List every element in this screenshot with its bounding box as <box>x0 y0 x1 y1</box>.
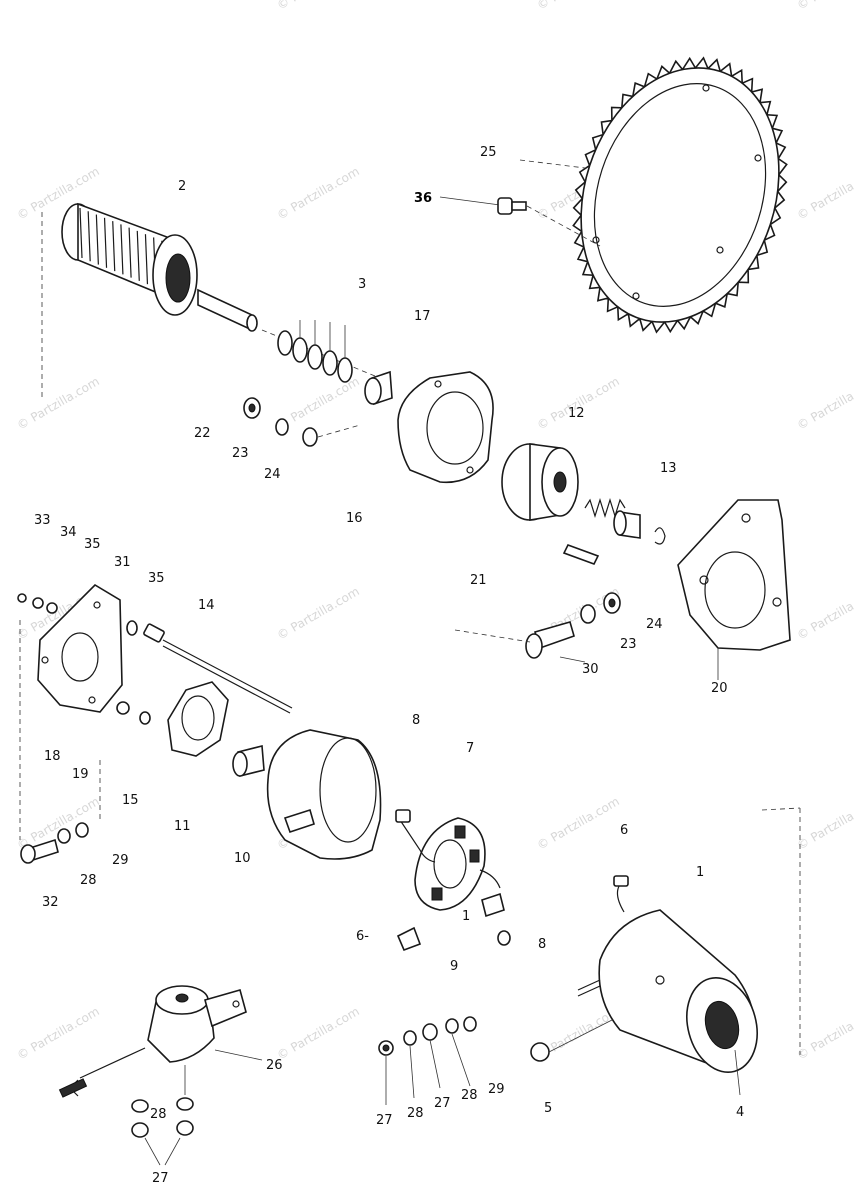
end-plate <box>17 583 123 840</box>
callout-7: 7 <box>466 741 474 756</box>
callout-33: 33 <box>34 513 51 528</box>
brush-holder-7 <box>395 809 511 952</box>
callout-29: 29 <box>112 853 129 868</box>
pinion-12 <box>501 443 579 521</box>
rear-bracket-20 <box>677 499 791 680</box>
callout-24: 24 <box>264 467 281 482</box>
armature-stripe <box>87 211 91 262</box>
watermark: © Partzilla.com <box>795 164 854 222</box>
callout-1: 1 <box>462 909 470 924</box>
callout-6: 6 <box>620 823 628 838</box>
ring-gear <box>572 56 788 334</box>
solenoid-26 <box>58 985 263 1098</box>
callout-8: 8 <box>412 713 420 728</box>
callout-9: 9 <box>450 959 458 974</box>
armature-stripe <box>79 207 83 259</box>
callout-29: 29 <box>488 1082 505 1097</box>
watermark: © Partzilla.com <box>275 0 362 13</box>
callout-34: 34 <box>60 525 77 540</box>
callout-10: 10 <box>234 851 251 866</box>
armature-stripe <box>144 234 149 285</box>
screw-5 <box>530 1019 613 1062</box>
yoke-10 <box>266 729 382 860</box>
callout-5: 5 <box>544 1101 552 1116</box>
watermark: © Partzilla.com <box>275 584 362 642</box>
callout-32: 32 <box>42 895 59 910</box>
callout-35: 35 <box>148 571 165 586</box>
watermark: © Partzilla.com <box>795 794 854 852</box>
callout-17: 17 <box>414 309 431 324</box>
callout-21: 21 <box>470 573 487 588</box>
solenoid-nuts <box>131 1097 194 1166</box>
watermark: © Partzilla.com <box>275 1004 362 1062</box>
callout-28: 28 <box>407 1106 424 1121</box>
watermark: © Partzilla.com <box>15 1004 102 1062</box>
washers-22-24 <box>243 397 361 447</box>
armature-stripe <box>112 221 116 272</box>
callout-28: 28 <box>461 1088 478 1103</box>
callout-6: 6- <box>356 929 369 944</box>
callout-27: 27 <box>376 1113 393 1128</box>
callout-labels: 2536231722232412131633343531351421232430… <box>34 145 744 1186</box>
callout-24: 24 <box>646 617 663 632</box>
armature-stripe <box>120 224 124 275</box>
watermark: © Partzilla.com <box>15 374 102 432</box>
watermark: © Partzilla.com <box>275 164 362 222</box>
watermark: © Partzilla.com <box>795 1004 854 1062</box>
hardware-row <box>378 1016 477 1105</box>
callout-23: 23 <box>620 637 637 652</box>
callout-18: 18 <box>44 749 61 764</box>
watermark: © Partzilla.com <box>795 584 854 642</box>
callout-28: 28 <box>150 1107 167 1122</box>
bolt-36 <box>439 159 601 247</box>
front-cover-16 <box>397 371 494 484</box>
callout-12: 12 <box>568 406 585 421</box>
callout-27: 27 <box>152 1171 169 1186</box>
armature-stripe <box>136 230 140 281</box>
callout-22: 22 <box>194 426 211 441</box>
callout-30: 30 <box>582 662 599 677</box>
callout-14: 14 <box>198 598 215 613</box>
callout-19: 19 <box>72 767 89 782</box>
callout-35: 35 <box>84 537 101 552</box>
bolt-30 <box>454 592 621 663</box>
bolt-32 <box>20 760 101 864</box>
armature-stripe <box>103 217 108 268</box>
callout-31: 31 <box>114 555 131 570</box>
watermark: © Partzilla.com <box>535 0 622 13</box>
callout-1: 1 <box>696 865 704 880</box>
watermark: © Partzilla.com <box>535 374 622 432</box>
armature <box>41 202 381 400</box>
brush-plate-15 <box>116 681 229 757</box>
through-bolt-14 <box>126 620 293 714</box>
watermark: © Partzilla.com <box>15 794 102 852</box>
callout-3: 3 <box>358 277 366 292</box>
shims-3 <box>277 320 353 383</box>
callout-36: 36 <box>414 191 432 206</box>
callout-28: 28 <box>80 873 97 888</box>
callout-25: 25 <box>480 145 497 160</box>
callout-2: 2 <box>178 179 186 194</box>
spring-13 <box>584 497 666 545</box>
armature-stripe <box>95 214 99 265</box>
callout-27: 27 <box>434 1096 451 1111</box>
bushing-17 <box>364 370 393 406</box>
motor-housing <box>577 807 801 1096</box>
armature-stripe <box>128 227 132 278</box>
callout-16: 16 <box>346 511 363 526</box>
watermark: © Partzilla.com <box>795 0 854 13</box>
bushing-11 <box>232 744 265 778</box>
callout-20: 20 <box>711 681 728 696</box>
pin-21 <box>562 544 600 565</box>
watermark: © Partzilla.com <box>535 794 622 852</box>
callout-4: 4 <box>736 1105 744 1120</box>
callout-26: 26 <box>266 1058 283 1073</box>
callout-8: 8 <box>538 937 546 952</box>
callout-23: 23 <box>232 446 249 461</box>
callout-15: 15 <box>122 793 139 808</box>
callout-11: 11 <box>174 819 191 834</box>
callout-13: 13 <box>660 461 677 476</box>
watermark: © Partzilla.com <box>795 374 854 432</box>
